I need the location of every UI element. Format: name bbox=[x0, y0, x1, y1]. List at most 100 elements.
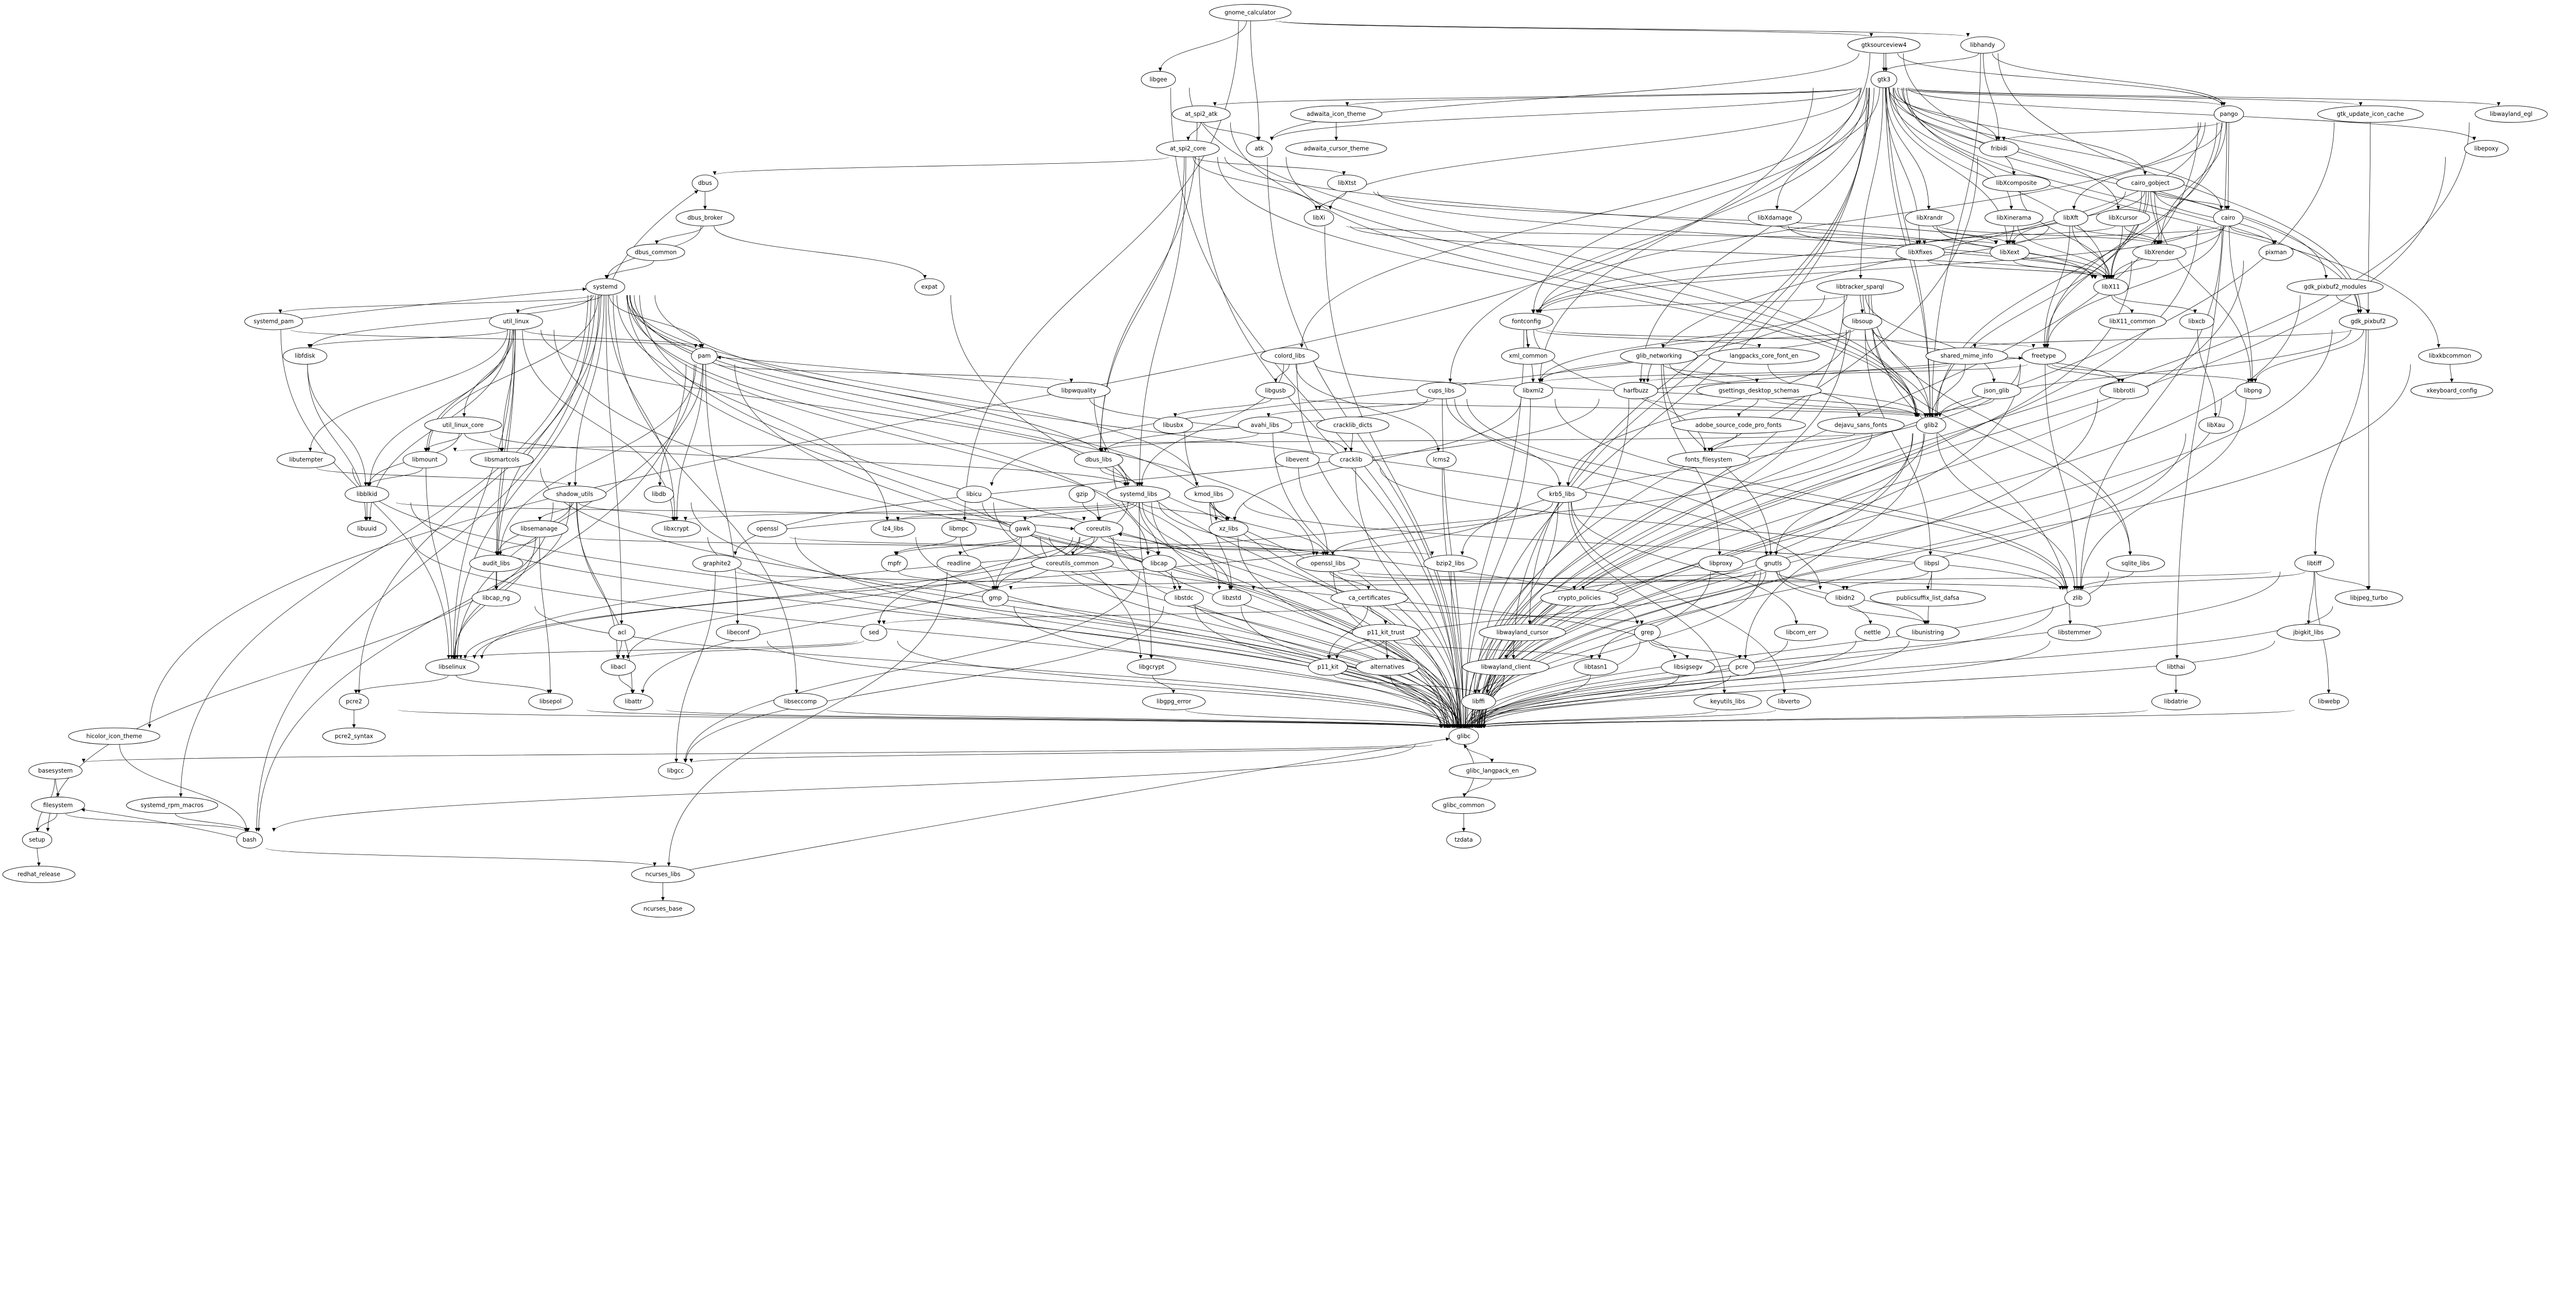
node-libseccomp[interactable]: libseccomp bbox=[773, 693, 827, 710]
node-libXtst[interactable]: libXtst bbox=[1327, 175, 1367, 192]
node-libstemmer[interactable]: libstemmer bbox=[2047, 624, 2102, 641]
node-libmpc[interactable]: libmpc bbox=[941, 520, 976, 538]
node-pango[interactable]: pango bbox=[2214, 106, 2244, 123]
node-at-spi2-atk[interactable]: at_spi2_atk bbox=[1172, 106, 1231, 123]
node-libstdc[interactable]: libstdc bbox=[1164, 589, 1204, 607]
node-libdb[interactable]: libdb bbox=[643, 486, 674, 503]
node-ncurses-libs[interactable]: ncurses_libs bbox=[631, 866, 695, 883]
node-systemd-rpm-macros[interactable]: systemd_rpm_macros bbox=[126, 796, 218, 814]
node-kmod-libs[interactable]: kmod_libs bbox=[1184, 486, 1233, 503]
node-filesystem[interactable]: filesystem bbox=[31, 796, 85, 814]
node-libsemanage[interactable]: libsemanage bbox=[510, 520, 569, 538]
node-libgcrypt[interactable]: libgcrypt bbox=[1127, 658, 1176, 676]
node-mpfr[interactable]: mpfr bbox=[881, 555, 908, 572]
node-bzip2-libs[interactable]: bzip2_libs bbox=[1423, 555, 1478, 572]
node-lcms2[interactable]: lcms2 bbox=[1426, 451, 1456, 469]
node-libffi[interactable]: libffi bbox=[1461, 693, 1496, 710]
node-libtiff[interactable]: libtiff bbox=[2294, 555, 2334, 572]
node-dbus-libs[interactable]: dbus_libs bbox=[1074, 451, 1124, 469]
node-libXi[interactable]: libXi bbox=[1303, 209, 1334, 227]
node-crypto-policies[interactable]: crypto_policies bbox=[1540, 589, 1618, 607]
node-bash[interactable]: bash bbox=[236, 831, 263, 849]
node-libtasn1[interactable]: libtasn1 bbox=[1573, 658, 1618, 676]
node-libXau[interactable]: libXau bbox=[2198, 416, 2233, 434]
node-util-linux[interactable]: util_linux bbox=[489, 313, 543, 330]
node-libbrotli[interactable]: libbrotli bbox=[2099, 382, 2149, 399]
node-gzip[interactable]: gzip bbox=[1069, 486, 1095, 503]
node-libgcc[interactable]: libgcc bbox=[658, 762, 693, 779]
node-libusbx[interactable]: libusbx bbox=[1153, 416, 1193, 434]
node-libutempter[interactable]: libutempter bbox=[277, 451, 335, 469]
node-avahi-libs[interactable]: avahi_libs bbox=[1238, 416, 1292, 434]
node-libX11-common[interactable]: libX11_common bbox=[2098, 313, 2167, 330]
node-libevent[interactable]: libevent bbox=[1275, 451, 1320, 469]
node-graphite2[interactable]: graphite2 bbox=[692, 555, 742, 572]
node-xml-common[interactable]: xml_common bbox=[1501, 347, 1555, 365]
node-shadow-utils[interactable]: shadow_utils bbox=[543, 486, 606, 503]
node-libXrender[interactable]: libXrender bbox=[2132, 244, 2187, 261]
node-libxcrypt[interactable]: libxcrypt bbox=[651, 520, 701, 538]
node-glibc-common[interactable]: glibc_common bbox=[1432, 796, 1496, 814]
node-libunistring[interactable]: libunistring bbox=[1896, 624, 1960, 641]
node-shared-mime-info[interactable]: shared_mime_info bbox=[1925, 347, 2008, 365]
node-libjpeg-turbo[interactable]: libjpeg_turbo bbox=[2334, 589, 2403, 607]
node-adwaita-cursor-theme[interactable]: adwaita_cursor_theme bbox=[1285, 140, 1387, 158]
node-gdk-pixbuf2-modules[interactable]: gdk_pixbuf2_modules bbox=[2286, 278, 2384, 296]
node-gtk3[interactable]: gtk3 bbox=[1871, 71, 1897, 88]
node-libhandy[interactable]: libhandy bbox=[1960, 36, 2005, 54]
node-glib-networking[interactable]: glib_networking bbox=[1620, 347, 1698, 365]
node-libX11[interactable]: libX11 bbox=[2093, 278, 2128, 296]
node-hicolor-icon-theme[interactable]: hicolor_icon_theme bbox=[68, 727, 160, 745]
node-xkeyboard-config[interactable]: xkeyboard_config bbox=[2410, 382, 2493, 399]
node-systemd-pam[interactable]: systemd_pam bbox=[244, 313, 303, 330]
node-alternatives[interactable]: alternatives bbox=[1355, 658, 1419, 676]
node-systemd-libs[interactable]: systemd_libs bbox=[1107, 486, 1171, 503]
node-libxml2[interactable]: libxml2 bbox=[1513, 382, 1553, 399]
node-libxkbcommon[interactable]: libxkbcommon bbox=[2418, 347, 2482, 365]
node-krb5-libs[interactable]: krb5_libs bbox=[1537, 486, 1587, 503]
node-readline[interactable]: readline bbox=[937, 555, 981, 572]
node-at-spi2-core[interactable]: at_spi2_core bbox=[1156, 140, 1220, 158]
node-libgusb[interactable]: libgusb bbox=[1256, 382, 1295, 399]
node-pcre2[interactable]: pcre2 bbox=[338, 693, 369, 710]
node-libXcursor[interactable]: libXcursor bbox=[2096, 209, 2150, 227]
node-glib2[interactable]: glib2 bbox=[1916, 416, 1946, 434]
node-openssl-libs[interactable]: openssl_libs bbox=[1296, 555, 1360, 572]
node-pcre2-syntax[interactable]: pcre2_syntax bbox=[322, 727, 386, 745]
node-pam[interactable]: pam bbox=[691, 347, 718, 365]
node-libsmartcols[interactable]: libsmartcols bbox=[470, 451, 534, 469]
node-fontconfig[interactable]: fontconfig bbox=[1499, 313, 1553, 330]
node-libfdisk[interactable]: libfdisk bbox=[282, 347, 328, 365]
node-coreutils[interactable]: coreutils bbox=[1074, 520, 1124, 538]
node-keyutils-libs[interactable]: keyutils_libs bbox=[1693, 693, 1762, 710]
node-dbus[interactable]: dbus bbox=[691, 175, 719, 192]
node-audit-libs[interactable]: audit_libs bbox=[469, 555, 523, 572]
node-libsoup[interactable]: libsoup bbox=[1842, 313, 1883, 330]
node-libwayland-client[interactable]: libwayland_client bbox=[1462, 658, 1550, 676]
node-libXfixes[interactable]: libXfixes bbox=[1895, 244, 1945, 261]
node-grep[interactable]: grep bbox=[1634, 624, 1661, 641]
node-libXft[interactable]: libXft bbox=[2053, 209, 2089, 227]
node-lz4-libs[interactable]: lz4_libs bbox=[871, 520, 916, 538]
node-openssl[interactable]: openssl bbox=[747, 520, 787, 538]
node-p11-kit-trust[interactable]: p11_kit_trust bbox=[1351, 624, 1420, 641]
node-libXext[interactable]: libXext bbox=[1990, 244, 2030, 261]
node-acl[interactable]: acl bbox=[608, 624, 635, 641]
node-libmount[interactable]: libmount bbox=[402, 451, 447, 469]
node-libepoxy[interactable]: libepoxy bbox=[2464, 140, 2509, 158]
node-libcap-ng[interactable]: libcap_ng bbox=[471, 589, 521, 607]
node-libcap[interactable]: libcap bbox=[1142, 555, 1177, 572]
node-libeconf[interactable]: libeconf bbox=[716, 624, 760, 641]
node-redhat-release[interactable]: redhat_release bbox=[2, 866, 76, 883]
node-libpwquality[interactable]: libpwquality bbox=[1047, 382, 1111, 399]
node-cairo[interactable]: cairo bbox=[2213, 209, 2244, 227]
node-adwaita-icon-theme[interactable]: adwaita_icon_theme bbox=[1290, 106, 1382, 123]
node-libXinerama[interactable]: libXinerama bbox=[1985, 209, 2043, 227]
node-fribidi[interactable]: fribidi bbox=[1979, 140, 2019, 158]
node-libattr[interactable]: libattr bbox=[613, 693, 653, 710]
node-libsigsegv[interactable]: libsigsegv bbox=[1661, 658, 1715, 676]
node-jbigkit-libs[interactable]: jbigkit_libs bbox=[2277, 624, 2341, 641]
node-adobe-source-code-pro-fonts[interactable]: adobe_source_code_pro_fonts bbox=[1671, 416, 1806, 434]
node-libXdamage[interactable]: libXdamage bbox=[1748, 209, 1802, 227]
node-libgee[interactable]: libgee bbox=[1141, 71, 1176, 88]
